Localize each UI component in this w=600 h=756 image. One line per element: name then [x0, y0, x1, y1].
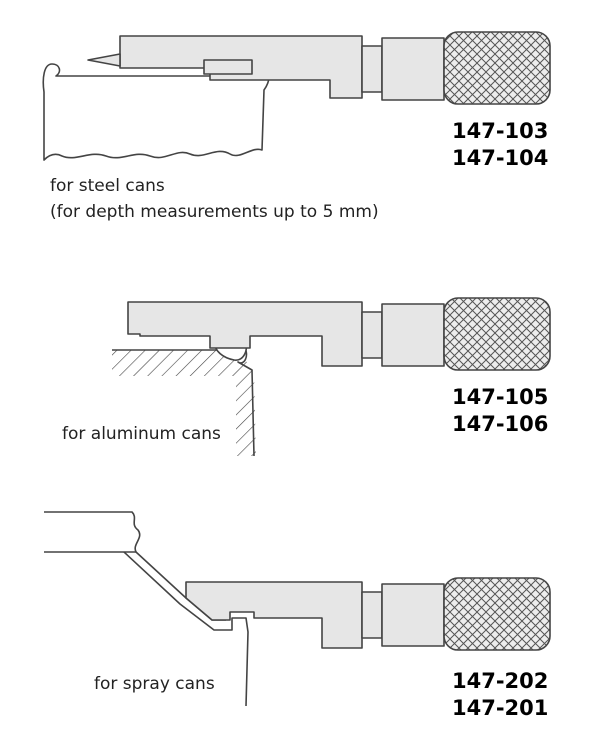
knurled-thimble: [443, 577, 551, 651]
depth-slider: [203, 59, 253, 75]
spindle-neck: [361, 311, 383, 359]
spindle-sleeve: [381, 583, 445, 647]
caption-steel-cans-line-1: for steel cans: [50, 176, 165, 196]
gauge-spray-cans: [44, 511, 551, 707]
model-number: 147-106: [452, 412, 549, 436]
spray-can-shoulder: [44, 511, 141, 553]
aluminum-can-section: [112, 350, 256, 456]
model-number: 147-105: [452, 385, 549, 409]
model-number: 147-202: [452, 669, 549, 693]
knurled-thimble: [443, 297, 551, 371]
caption-steel-cans-line-2: (for depth measurements up to 5 mm): [50, 202, 379, 222]
model-number: 147-201: [452, 696, 549, 720]
knurled-thimble: [443, 31, 551, 105]
gauge-steel-cans: [42, 31, 551, 161]
spindle-neck: [361, 45, 383, 93]
spindle-sleeve: [381, 303, 445, 367]
model-number: 147-104: [452, 146, 549, 170]
gauge-body: [127, 301, 363, 367]
gauge-body: [185, 581, 363, 649]
needle-tip: [87, 53, 121, 67]
caption-spray-cans: for spray cans: [94, 674, 215, 694]
spindle-neck: [361, 591, 383, 639]
caption-aluminum-cans: for aluminum cans: [62, 424, 221, 444]
model-number: 147-103: [452, 119, 549, 143]
gauge-aluminum-cans: [112, 297, 551, 457]
steel-can-wall: [42, 62, 271, 161]
spindle-sleeve: [381, 37, 445, 101]
